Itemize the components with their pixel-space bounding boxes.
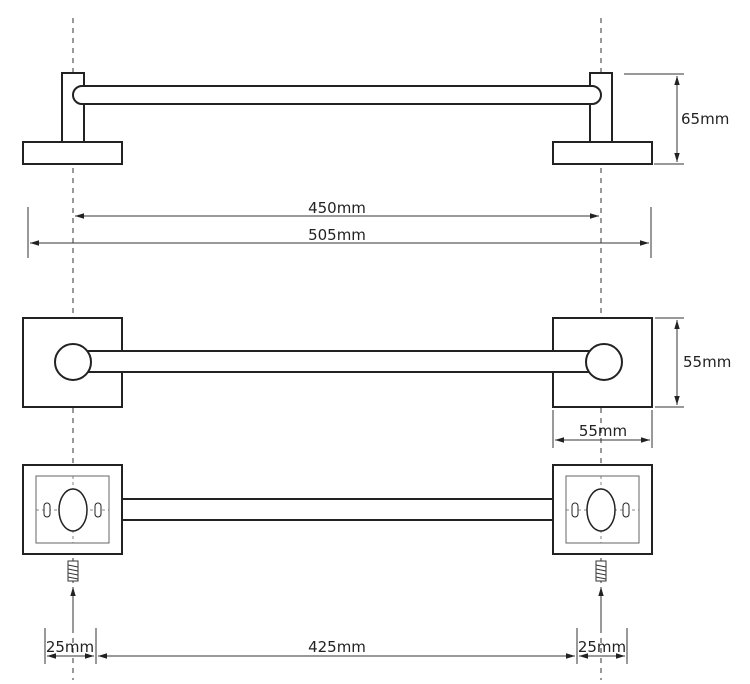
front-left-post bbox=[54, 343, 92, 381]
dim-55w-group bbox=[552, 410, 653, 448]
front-right-post bbox=[585, 343, 623, 381]
left-mount-hole bbox=[58, 488, 88, 532]
right-screw-slot-1 bbox=[571, 502, 579, 518]
side-bar bbox=[72, 85, 602, 105]
rear-view bbox=[22, 464, 653, 628]
rear-right-plate bbox=[552, 464, 653, 555]
rear-bar bbox=[121, 498, 554, 521]
side-right-post bbox=[589, 72, 613, 143]
side-view bbox=[22, 72, 653, 165]
left-screw-icon bbox=[67, 560, 79, 582]
dim-55w-label: 55mm bbox=[579, 422, 627, 440]
side-right-base bbox=[552, 141, 653, 165]
centerlines bbox=[72, 18, 602, 680]
dim-bottom-group bbox=[44, 628, 628, 664]
dim-55h-group bbox=[655, 317, 684, 408]
dim-425-label: 425mm bbox=[308, 638, 366, 656]
dim-505-label: 505mm bbox=[308, 226, 366, 244]
front-bar bbox=[72, 350, 602, 373]
left-screw-slot-2 bbox=[94, 502, 102, 518]
side-left-post bbox=[61, 72, 85, 143]
dim-25-left-label: 25mm bbox=[46, 638, 94, 656]
right-screw-slot-2 bbox=[622, 502, 630, 518]
dim-65-group bbox=[624, 73, 684, 165]
side-left-base bbox=[22, 141, 123, 165]
dim-length-group bbox=[27, 207, 652, 258]
front-view bbox=[22, 317, 653, 408]
dim-25-right-label: 25mm bbox=[578, 638, 626, 656]
dim-65-label: 65mm bbox=[681, 110, 729, 128]
dim-450-label: 450mm bbox=[308, 199, 366, 217]
dim-55h-label: 55mm bbox=[683, 353, 731, 371]
right-screw-icon bbox=[595, 560, 607, 582]
rear-left-plate bbox=[22, 464, 123, 555]
right-mount-hole bbox=[586, 488, 616, 532]
left-screw-slot-1 bbox=[43, 502, 51, 518]
